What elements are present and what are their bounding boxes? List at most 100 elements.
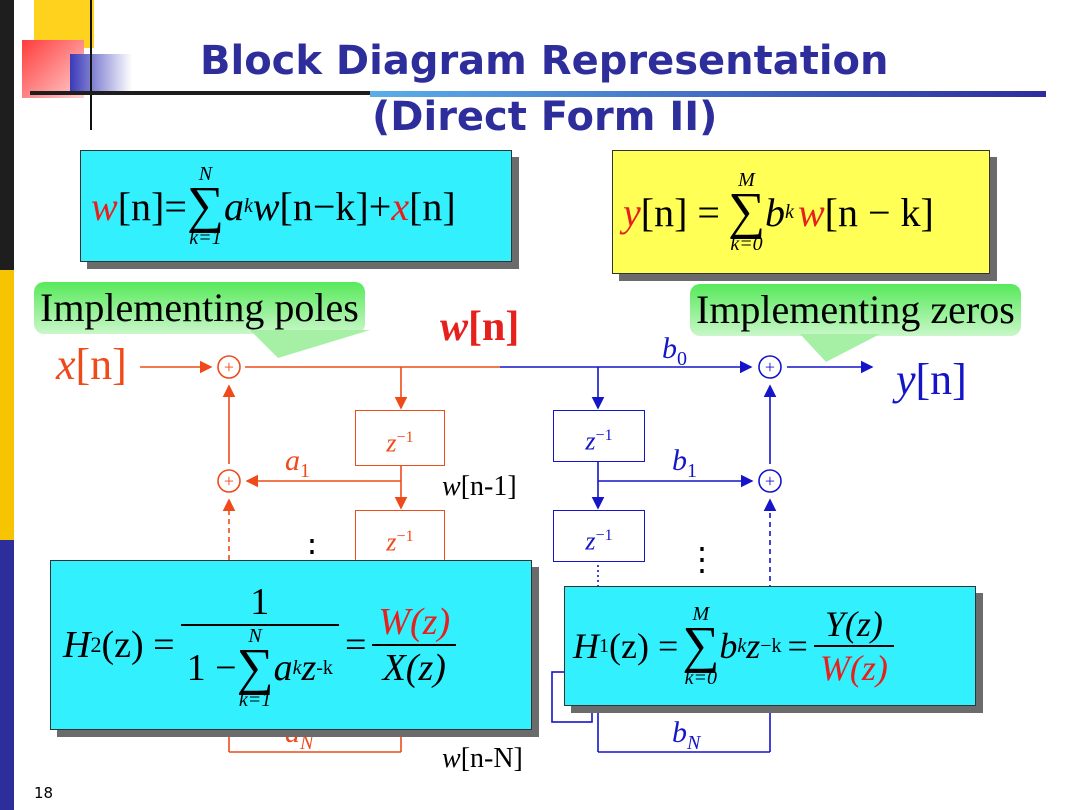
signal-w-n1-var: w <box>442 471 461 502</box>
coef-bN-var: b <box>672 716 687 749</box>
h2-lhs-sub: 2 <box>90 632 102 657</box>
delay-exp: −1 <box>396 528 414 545</box>
coef-bN-sub: N <box>687 732 701 754</box>
h1-term: b <box>719 626 738 666</box>
callout-implementing-poles: Implementing poles <box>34 282 365 334</box>
h1-eq: = <box>787 626 808 666</box>
eq-y-lower: k=0 <box>730 233 763 255</box>
eq-y-sum: M ∑ k=0 <box>728 170 765 254</box>
eq-w-x-var: x <box>391 183 410 229</box>
delay-z: z <box>386 428 397 458</box>
eq-w-term-idx: [n−k]+ <box>279 183 392 229</box>
sigma-icon: ∑ <box>682 617 720 674</box>
signal-x-label: x[n] <box>56 340 127 390</box>
h2-rden: X(z) <box>382 647 446 689</box>
h2-eq: = <box>344 624 367 666</box>
signal-y-label: y[n] <box>896 355 967 405</box>
adder-2 <box>217 469 241 493</box>
h2-num: 1 <box>180 580 339 626</box>
adder-1 <box>217 355 241 379</box>
delay-box-zero-2: z−1 <box>553 510 645 562</box>
delay-exp: −1 <box>595 527 613 544</box>
h1-rden: W(z) <box>819 648 888 688</box>
eq-y-term-w: w <box>797 189 825 235</box>
signal-w-label: w[n] <box>440 302 519 352</box>
signal-w-var: w <box>440 304 469 350</box>
zero-ellipsis: ⋮ <box>686 541 718 577</box>
adder-4 <box>758 469 782 493</box>
eq-y-term: b <box>765 189 786 235</box>
sigma-icon: ∑ <box>236 639 274 696</box>
delay-z: z <box>585 526 596 556</box>
eq-y-term-sub: k <box>785 200 794 223</box>
h1-term-sub: k <box>737 634 747 657</box>
sigma-icon: ∑ <box>186 177 224 234</box>
delay-box-zero-1: z−1 <box>553 410 645 462</box>
delay-box-pole-1: z−1 <box>355 410 445 466</box>
h2-ratio: W(z) X(z) <box>372 600 457 690</box>
signal-w-idx: [n] <box>468 304 520 350</box>
callout-zeros-tail <box>800 334 880 362</box>
signal-x-var: x <box>56 340 76 389</box>
eq-w-sum: N ∑ k=1 <box>187 164 224 248</box>
delay-exp: −1 <box>595 427 613 444</box>
h1-upper: M <box>692 603 710 625</box>
eq-w-term-sub: k <box>243 194 253 217</box>
h2-den-sub: k <box>292 656 302 679</box>
coef-b1-var: b <box>672 444 687 477</box>
h1-sum: M ∑ k=0 <box>682 604 719 688</box>
adder-2-symbol: + <box>224 471 234 491</box>
delay-exp: −1 <box>396 429 414 446</box>
eq-y-term-idx: [n − k] <box>824 189 934 235</box>
signal-w-n1-label: w[n-1] <box>442 470 517 504</box>
h1-rnum: Y(z) <box>813 603 894 647</box>
adder-3 <box>758 355 782 379</box>
coef-b1-sub: 1 <box>687 460 697 482</box>
coef-a1: a1 <box>285 444 310 483</box>
h2-lower: k=1 <box>238 689 272 711</box>
h1-lhs-arg: (z) = <box>609 626 679 666</box>
signal-w-nN-var: w <box>442 743 461 774</box>
eq-w-term: a <box>223 183 244 229</box>
adder-3-symbol: + <box>765 357 775 377</box>
adder-4-symbol: + <box>765 471 775 491</box>
adder-1-symbol: + <box>224 357 234 377</box>
h2-den-z: z <box>301 647 317 689</box>
coef-b0-sub: 0 <box>677 348 687 370</box>
h1-lhs: H <box>573 626 599 666</box>
title-underline <box>370 91 1046 97</box>
signal-w-nN-idx: [n-N] <box>460 743 523 774</box>
h1-ratio: Y(z) W(z) <box>813 603 894 689</box>
callout-implementing-zeros: Implementing zeros <box>690 284 1021 336</box>
deco-horizontal-line <box>30 91 370 95</box>
h2-lhs-arg: (z) = <box>101 624 175 666</box>
delay-z: z <box>585 426 596 456</box>
eq-y-upper: M <box>738 169 755 191</box>
h2-rnum: W(z) <box>372 600 457 646</box>
coef-b0: b0 <box>662 332 687 371</box>
h1-lower: k=0 <box>684 667 717 689</box>
h2-lhs: H <box>63 624 91 666</box>
coef-a1-sub: 1 <box>300 460 310 482</box>
eq-w-x-idx: [n] <box>409 183 456 229</box>
signal-w-nN-label: w[n-N] <box>442 742 523 776</box>
coef-b1: b1 <box>672 444 697 483</box>
h2-den-exp: -k <box>316 656 333 679</box>
coef-a1-var: a <box>285 444 300 477</box>
coef-aN-sub: N <box>300 732 314 754</box>
coef-bN: bN <box>672 716 700 755</box>
eq-w-upper: N <box>198 163 213 185</box>
eq-y-lhs-idx: [n] = <box>640 189 720 235</box>
eq-w-lhs-idx: [n]= <box>117 183 187 229</box>
sigma-icon: ∑ <box>727 183 766 240</box>
h1-lhs-sub: 1 <box>599 634 609 657</box>
signal-y-var: y <box>896 355 916 404</box>
delay-z: z <box>386 527 397 557</box>
h2-sum: N ∑ k=1 <box>237 626 274 710</box>
eq-w-lower: k=1 <box>189 227 222 249</box>
